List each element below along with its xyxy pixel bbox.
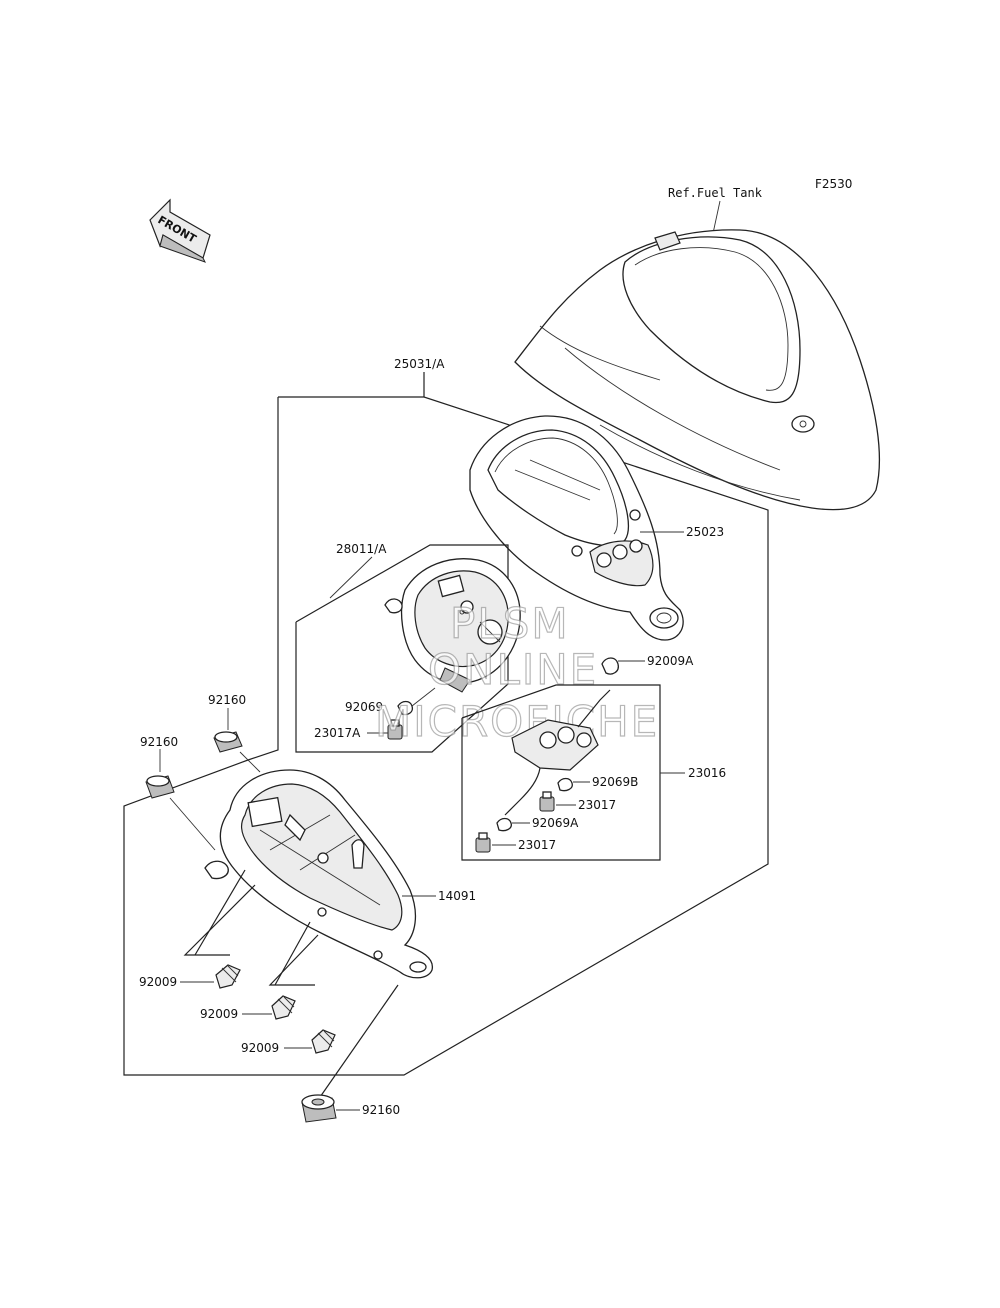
label-28011: 28011/A: [336, 542, 387, 556]
label-92009A: 92009A: [647, 654, 694, 668]
grommet-92160-a: [213, 731, 243, 753]
label-92009-c: 92009: [241, 1041, 279, 1055]
meter-case-14091: [204, 769, 433, 979]
socket-23017-b: [475, 832, 491, 853]
label-92009-a: 92009: [139, 975, 177, 989]
label-92009-b: 92009: [200, 1007, 238, 1021]
label-23016: 23016: [688, 766, 726, 780]
label-25023: 25023: [686, 525, 724, 539]
label-92069: 92069: [345, 700, 383, 714]
label-23017A: 23017A: [314, 726, 361, 740]
grommet-92160-c: [301, 1094, 337, 1123]
screw-leader-lines: [183, 869, 399, 1101]
front-arrow-icon: FRONT: [149, 198, 211, 263]
label-23017-b: 23017: [518, 838, 556, 852]
label-92160-a: 92160: [208, 693, 246, 707]
fuel-tank-cover: [514, 229, 881, 511]
screw-92009-b: [271, 995, 296, 1020]
leader-28011: [329, 556, 373, 599]
grommet-92160-b: [145, 775, 175, 799]
svg-text:ONLINE: ONLINE: [428, 645, 598, 694]
harness-23016: [504, 689, 611, 816]
assembly-outline-28011: [295, 544, 509, 753]
meter-unit-28011: [384, 558, 521, 693]
label-25031: 25031/A: [394, 357, 445, 371]
bulb-92069: [397, 687, 436, 716]
label-23017-a: 23017: [578, 798, 616, 812]
label-92160-b: 92160: [140, 735, 178, 749]
screw-92009-a: [215, 964, 241, 989]
socket-23017A: [387, 719, 403, 740]
svg-text:PLSM: PLSM: [450, 599, 570, 648]
socket-23017: [539, 791, 555, 812]
bulb-92009A: [601, 657, 619, 675]
label-92069B: 92069B: [592, 775, 638, 789]
bulb-92069B: [557, 777, 573, 792]
assembly-outline-23016: [461, 684, 661, 861]
meter-cover-25023: [469, 415, 684, 641]
figure-code: F2530: [815, 177, 852, 191]
label-92069A: 92069A: [532, 816, 579, 830]
screw-92009-c: [311, 1029, 336, 1054]
label-92160-c: 92160: [362, 1103, 400, 1117]
ref-fuel-tank-note: Ref.Fuel Tank: [668, 186, 763, 200]
label-14091: 14091: [438, 889, 476, 903]
bulb-92069A: [496, 817, 512, 832]
